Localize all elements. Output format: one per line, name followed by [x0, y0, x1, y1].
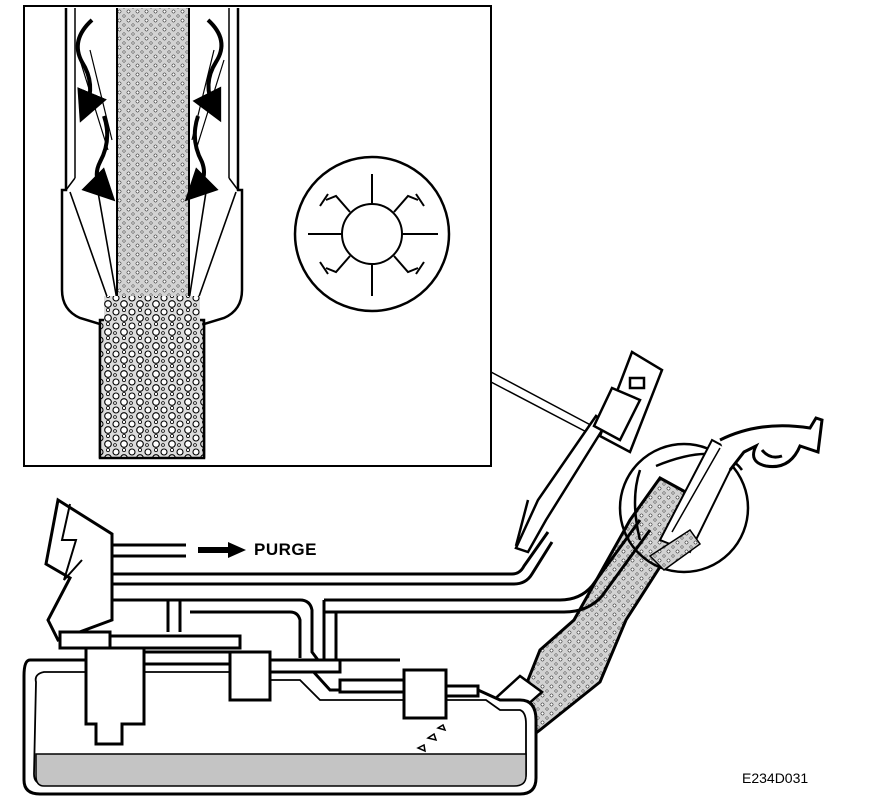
fuel-nozzle — [514, 350, 664, 554]
fuel-drips — [416, 723, 447, 753]
inset-nozzle-outline — [60, 8, 244, 458]
tank-valves — [58, 630, 480, 746]
cross-section-view — [293, 155, 451, 313]
inset-fuel-stream — [117, 8, 189, 308]
filler-coupling — [719, 416, 824, 471]
right-arrow-icon — [198, 542, 246, 558]
callout-lines — [490, 371, 601, 439]
inset-filler-tube — [98, 318, 206, 460]
purge-label: PURGE — [254, 540, 317, 559]
filler-detail-circle — [618, 438, 750, 574]
fuel-level — [35, 753, 527, 787]
detail-inset — [23, 5, 492, 467]
figure-code: E234D031 — [742, 770, 809, 786]
flow-arrows — [75, 18, 224, 202]
charcoal-canister — [44, 497, 114, 642]
purge-arrow — [198, 542, 246, 558]
vapor-lines — [112, 519, 652, 662]
